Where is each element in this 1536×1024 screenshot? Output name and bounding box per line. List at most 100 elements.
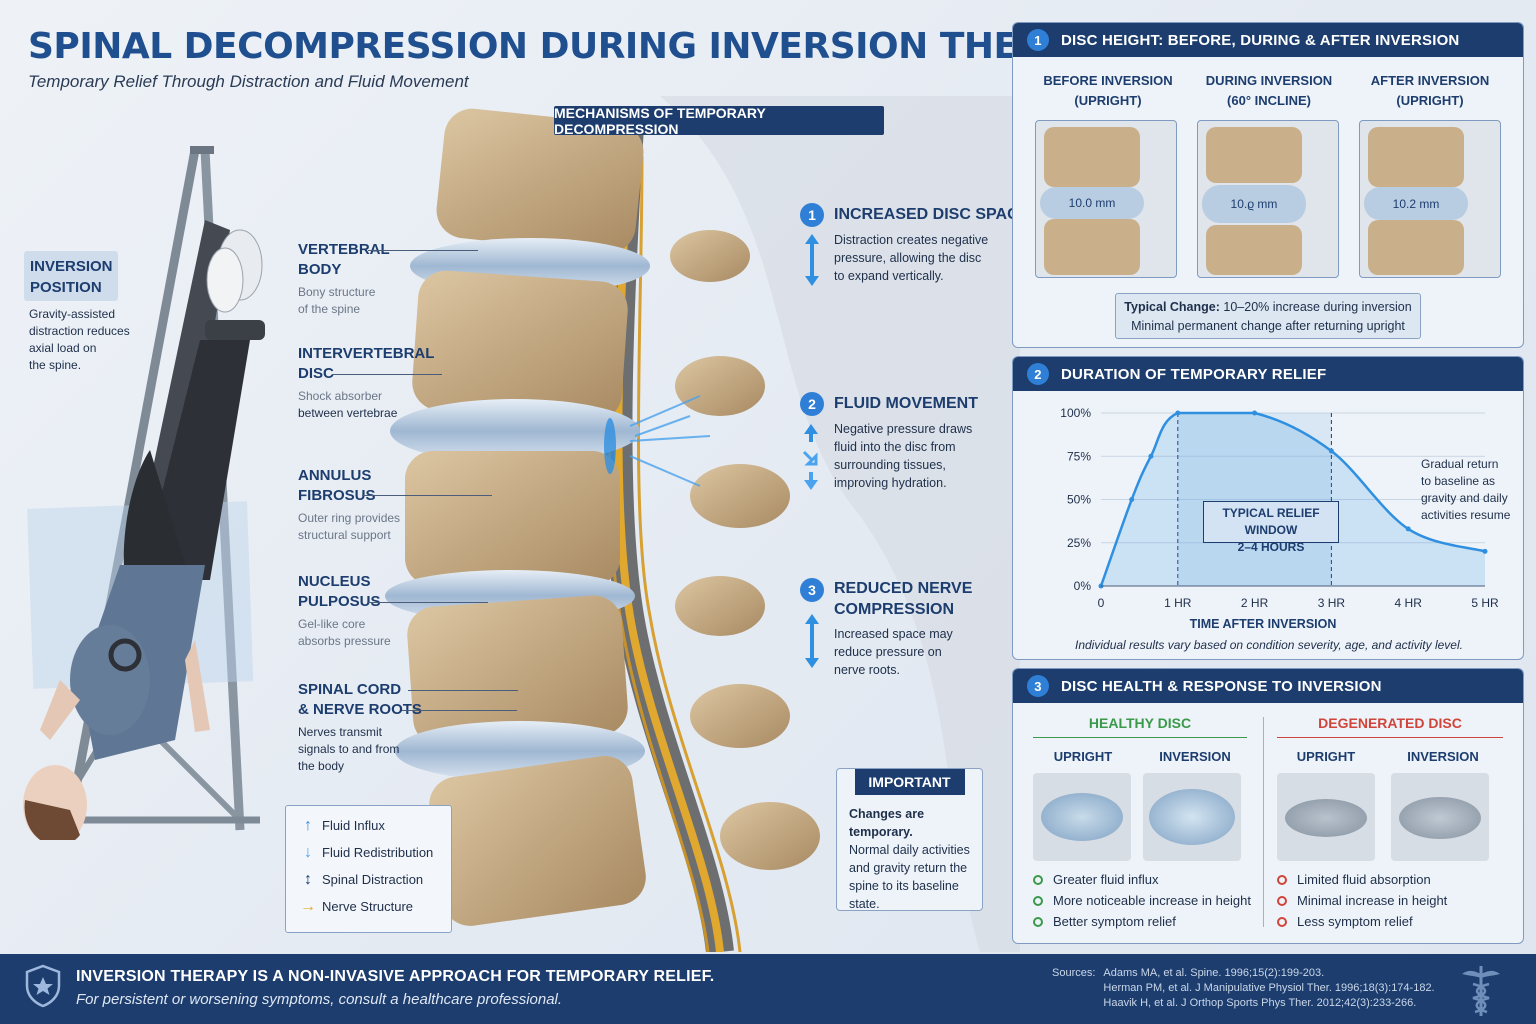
vertebral-body-desc-1: Bony structure: [298, 285, 376, 299]
fluid-arrows-icon: [802, 424, 818, 490]
important-line: and gravity return the: [849, 861, 968, 875]
inversion-table-illustration: [23, 146, 265, 840]
fluid-influx-arrow-icon: ↑: [304, 816, 312, 834]
relief-window-band: [1177, 413, 1332, 586]
relief-series-line: [1099, 411, 1486, 587]
disc-col-before: BEFORE INVERSION (UPRIGHT): [1033, 71, 1183, 111]
vertebra-shape: [1368, 220, 1464, 275]
disc-height-note: Typical Change: 10–20% increase during i…: [1115, 293, 1421, 339]
annulus-title-2: FIBROSUS: [298, 487, 376, 504]
legend-label: Fluid Influx: [322, 818, 385, 833]
degenerated-item-text: Minimal increase in height: [1297, 893, 1448, 908]
x-tick-label: 0: [1098, 596, 1105, 610]
vertebra-shape: [1044, 127, 1140, 187]
intervertebral-disc-desc-2: between vertebrae: [298, 406, 398, 420]
note-line-1: 10–20% increase during inversion: [1223, 300, 1412, 314]
legend: ↑Fluid Influx ↓Fluid Redistribution ↕Spi…: [285, 805, 452, 933]
mechanism-3-title: REDUCED NERVE COMPRESSION: [834, 578, 972, 620]
x-tick-label: 1 HR: [1164, 596, 1192, 610]
disc-shape: [1399, 797, 1481, 839]
vertebra-shape: [1368, 127, 1464, 187]
healthy-item-text: More noticeable increase in height: [1053, 893, 1252, 908]
disc-image-after: 10.2 mm: [1359, 120, 1501, 278]
spinal-cord-desc: signals to and from: [298, 742, 400, 756]
degenerated-upright-label: UPRIGHT: [1296, 749, 1356, 764]
y-tick-label: 0%: [1074, 579, 1092, 593]
healthy-list-item: Better symptom relief: [1033, 911, 1251, 932]
vertebral-body-desc-2: of the spine: [298, 302, 361, 316]
sources-label: Sources:: [1052, 967, 1096, 979]
panel-1-title: DISC HEIGHT: BEFORE, DURING & AFTER INVE…: [1061, 31, 1460, 49]
important-bold-line: Changes are temporary.: [849, 807, 925, 839]
y-tick-label: 75%: [1067, 449, 1091, 463]
leader-line: [368, 602, 488, 603]
vertebra-shape: [1044, 219, 1140, 275]
disc-measure: 10.ϱ mm: [1202, 185, 1306, 223]
mechanism-3-title-line: COMPRESSION: [834, 601, 955, 618]
relief-data-point: [1175, 410, 1181, 416]
caduceus-icon: [1462, 966, 1500, 1016]
spinal-cord-desc: the body: [298, 759, 345, 773]
degenerated-list-item: Less symptom relief: [1277, 911, 1447, 932]
red-bullet-icon: [1277, 874, 1287, 885]
red-bullet-icon: [1277, 895, 1287, 906]
footer-headline: INVERSION THERAPY IS A NON-INVASIVE APPR…: [76, 968, 715, 985]
mechanism-1-title: INCREASED DISC SPACE: [834, 206, 1030, 223]
inversion-position-desc: Gravity-assisted distraction reduces axi…: [29, 306, 130, 374]
important-box: IMPORTANT Changes are temporary. Normal …: [836, 768, 983, 911]
healthy-item-text: Greater fluid influx: [1053, 872, 1159, 887]
disc-shape: [1285, 799, 1367, 837]
important-line: spine to its baseline: [849, 879, 959, 893]
distraction-arrow-icon: [805, 614, 819, 668]
annulus-desc-1: Outer ring provides: [298, 511, 401, 525]
vertebra-shape: [1206, 127, 1302, 183]
x-tick-label: 4 HR: [1395, 596, 1423, 610]
source-entry: Haavik H, et al. J Orthop Sports Phys Th…: [1103, 997, 1417, 1009]
degenerated-list-item: Minimal increase in height: [1277, 890, 1447, 911]
relief-data-point: [1328, 448, 1334, 454]
mechanism-number-badge: 3: [800, 578, 824, 602]
degenerated-list: Limited fluid absorption Minimal increas…: [1277, 869, 1447, 932]
relief-window-line-1: TYPICAL RELIEF WINDOW: [1222, 506, 1320, 537]
disc-col-after: AFTER INVERSION (UPRIGHT): [1355, 71, 1505, 111]
degenerated-upright-disc-image: [1277, 773, 1375, 861]
disc-measure: 10.2 mm: [1364, 187, 1468, 220]
x-tick-label: 2 HR: [1241, 596, 1269, 610]
annulus-desc-2: structural support: [298, 528, 391, 542]
degenerated-list-item: Limited fluid absorption: [1277, 869, 1447, 890]
nucleus-title-2: PULPOSUS: [298, 593, 381, 610]
mechanism-desc-line: fluid into the disc from: [834, 440, 956, 454]
chart-side-note: Gradual return to baseline as gravity an…: [1421, 456, 1510, 524]
mechanism-3-desc: Increased space may reduce pressure on n…: [834, 625, 953, 679]
legend-item: ↕Spinal Distraction: [294, 866, 443, 893]
panel-number-badge: 2: [1027, 363, 1049, 385]
degenerated-disc-title: DEGENERATED DISC: [1277, 715, 1503, 738]
page-title: SPINAL DECOMPRESSION DURING INVERSION TH…: [28, 26, 1124, 67]
intervertebral-disc-title-1: INTERVERTEBRAL: [298, 345, 435, 362]
shield-star-icon: [25, 964, 61, 1008]
source-entry: Adams MA, et al. Spine. 1996;15(2):199-2…: [1103, 967, 1325, 979]
nucleus-title-1: NUCLEUS: [298, 573, 371, 590]
mechanism-desc-line: surrounding tissues,: [834, 458, 946, 472]
disc-col-subtitle: (UPRIGHT): [1396, 93, 1464, 108]
panel-1-header: 1 DISC HEIGHT: BEFORE, DURING & AFTER IN…: [1013, 23, 1523, 57]
note-bold: Typical Change:: [1124, 300, 1220, 314]
side-note-line: gravity and daily: [1421, 491, 1508, 505]
disc-col-during: DURING INVERSION (60° INCLINE): [1194, 71, 1344, 111]
mechanism-desc-line: improving hydration.: [834, 476, 947, 490]
label-spinal-cord: SPINAL CORD & NERVE ROOTS Nerves transmi…: [298, 680, 422, 775]
spinal-distraction-arrow-icon: ↕: [304, 870, 312, 888]
relief-window-line-2: 2–4 HOURS: [1237, 540, 1305, 554]
intervertebral-disc-title-2: DISC: [298, 365, 334, 382]
panel-2-header: 2 DURATION OF TEMPORARY RELIEF: [1013, 357, 1523, 391]
footer-banner: INVERSION THERAPY IS A NON-INVASIVE APPR…: [0, 954, 1536, 1024]
red-bullet-icon: [1277, 916, 1287, 927]
label-intervertebral-disc: INTERVERTEBRAL DISC Shock absorber betwe…: [298, 344, 434, 422]
green-bullet-icon: [1033, 874, 1043, 885]
panel-number-badge: 1: [1027, 29, 1049, 51]
mechanism-desc-line: reduce pressure on: [834, 645, 942, 659]
green-bullet-icon: [1033, 916, 1043, 927]
panel-number-badge: 3: [1027, 675, 1049, 697]
legend-label: Fluid Redistribution: [322, 845, 434, 860]
vertebral-body-title-1: VERTEBRAL: [298, 241, 390, 258]
